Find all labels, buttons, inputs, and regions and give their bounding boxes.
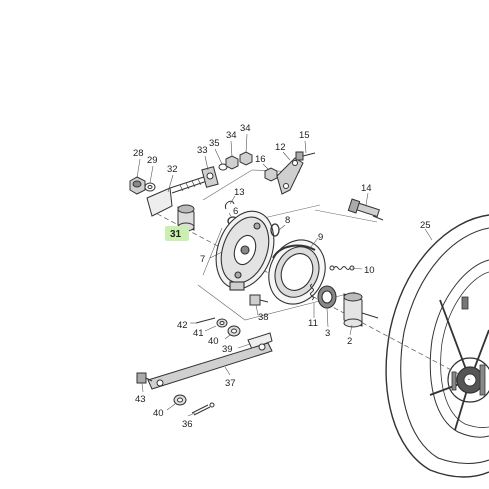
label-9: 9 bbox=[318, 232, 323, 243]
label-11: 11 bbox=[308, 318, 318, 329]
spacer-part-2 bbox=[343, 292, 379, 328]
washer-part-40 bbox=[227, 325, 241, 337]
label-34-a: 34 bbox=[226, 130, 237, 141]
seal-part-13 bbox=[224, 200, 235, 210]
spring-part-10 bbox=[329, 265, 355, 271]
nut-part-34 bbox=[225, 151, 253, 170]
label-42: 42 bbox=[177, 320, 188, 331]
label-3: 3 bbox=[325, 328, 330, 339]
washer-part-29 bbox=[144, 182, 156, 192]
label-15: 15 bbox=[299, 130, 310, 141]
spring-part-11 bbox=[310, 283, 314, 301]
nut-part-16 bbox=[264, 167, 278, 182]
label-6: 6 bbox=[233, 206, 238, 217]
cotter-part-42 bbox=[195, 317, 216, 324]
label-38: 38 bbox=[258, 312, 269, 323]
lever-part-12 bbox=[276, 157, 304, 195]
label-34-b: 34 bbox=[240, 123, 251, 134]
label-28: 28 bbox=[133, 148, 144, 159]
rear-wheel bbox=[385, 214, 489, 478]
label-36: 36 bbox=[182, 419, 193, 430]
label-40-b: 40 bbox=[153, 408, 164, 419]
washer-part-41 bbox=[216, 318, 228, 328]
washer-part-40-lower bbox=[173, 394, 187, 406]
label-31: 31 bbox=[170, 229, 182, 240]
bearing-part-3 bbox=[317, 285, 337, 309]
label-16: 16 bbox=[255, 154, 266, 165]
cotter-part-36 bbox=[191, 402, 215, 416]
label-41: 41 bbox=[193, 328, 204, 339]
label-40-a: 40 bbox=[208, 336, 219, 347]
label-8: 8 bbox=[285, 215, 290, 226]
label-39: 39 bbox=[222, 344, 233, 355]
brake-plate-part-7 bbox=[215, 210, 275, 291]
label-43: 43 bbox=[135, 394, 146, 405]
camshaft-part-14 bbox=[347, 198, 384, 221]
pin-part-39 bbox=[247, 332, 273, 350]
bolt-part-43 bbox=[136, 372, 153, 384]
label-35: 35 bbox=[209, 138, 220, 149]
label-10: 10 bbox=[364, 265, 375, 276]
label-37: 37 bbox=[225, 378, 236, 389]
label-32: 32 bbox=[167, 164, 178, 175]
axle-line bbox=[149, 209, 471, 381]
label-2: 2 bbox=[347, 336, 352, 347]
label-13: 13 bbox=[234, 187, 245, 198]
nut-part-28 bbox=[129, 176, 146, 195]
label-7: 7 bbox=[200, 254, 205, 265]
part-number-labels: 28 29 32 33 35 34 34 16 12 15 13 6 14 31… bbox=[133, 123, 431, 430]
plate-part-33 bbox=[201, 166, 219, 188]
label-25: 25 bbox=[420, 220, 431, 231]
bolt-part-15 bbox=[295, 151, 316, 161]
highlight-part-31 bbox=[165, 226, 189, 241]
rod-part-37 bbox=[147, 342, 273, 390]
label-12: 12 bbox=[275, 142, 286, 153]
bolt-part-38 bbox=[249, 294, 269, 306]
label-14: 14 bbox=[361, 183, 372, 194]
leader-lines bbox=[136, 133, 433, 417]
label-29: 29 bbox=[147, 155, 158, 166]
brake-shoes-part-9 bbox=[268, 239, 326, 305]
label-33: 33 bbox=[197, 145, 208, 156]
